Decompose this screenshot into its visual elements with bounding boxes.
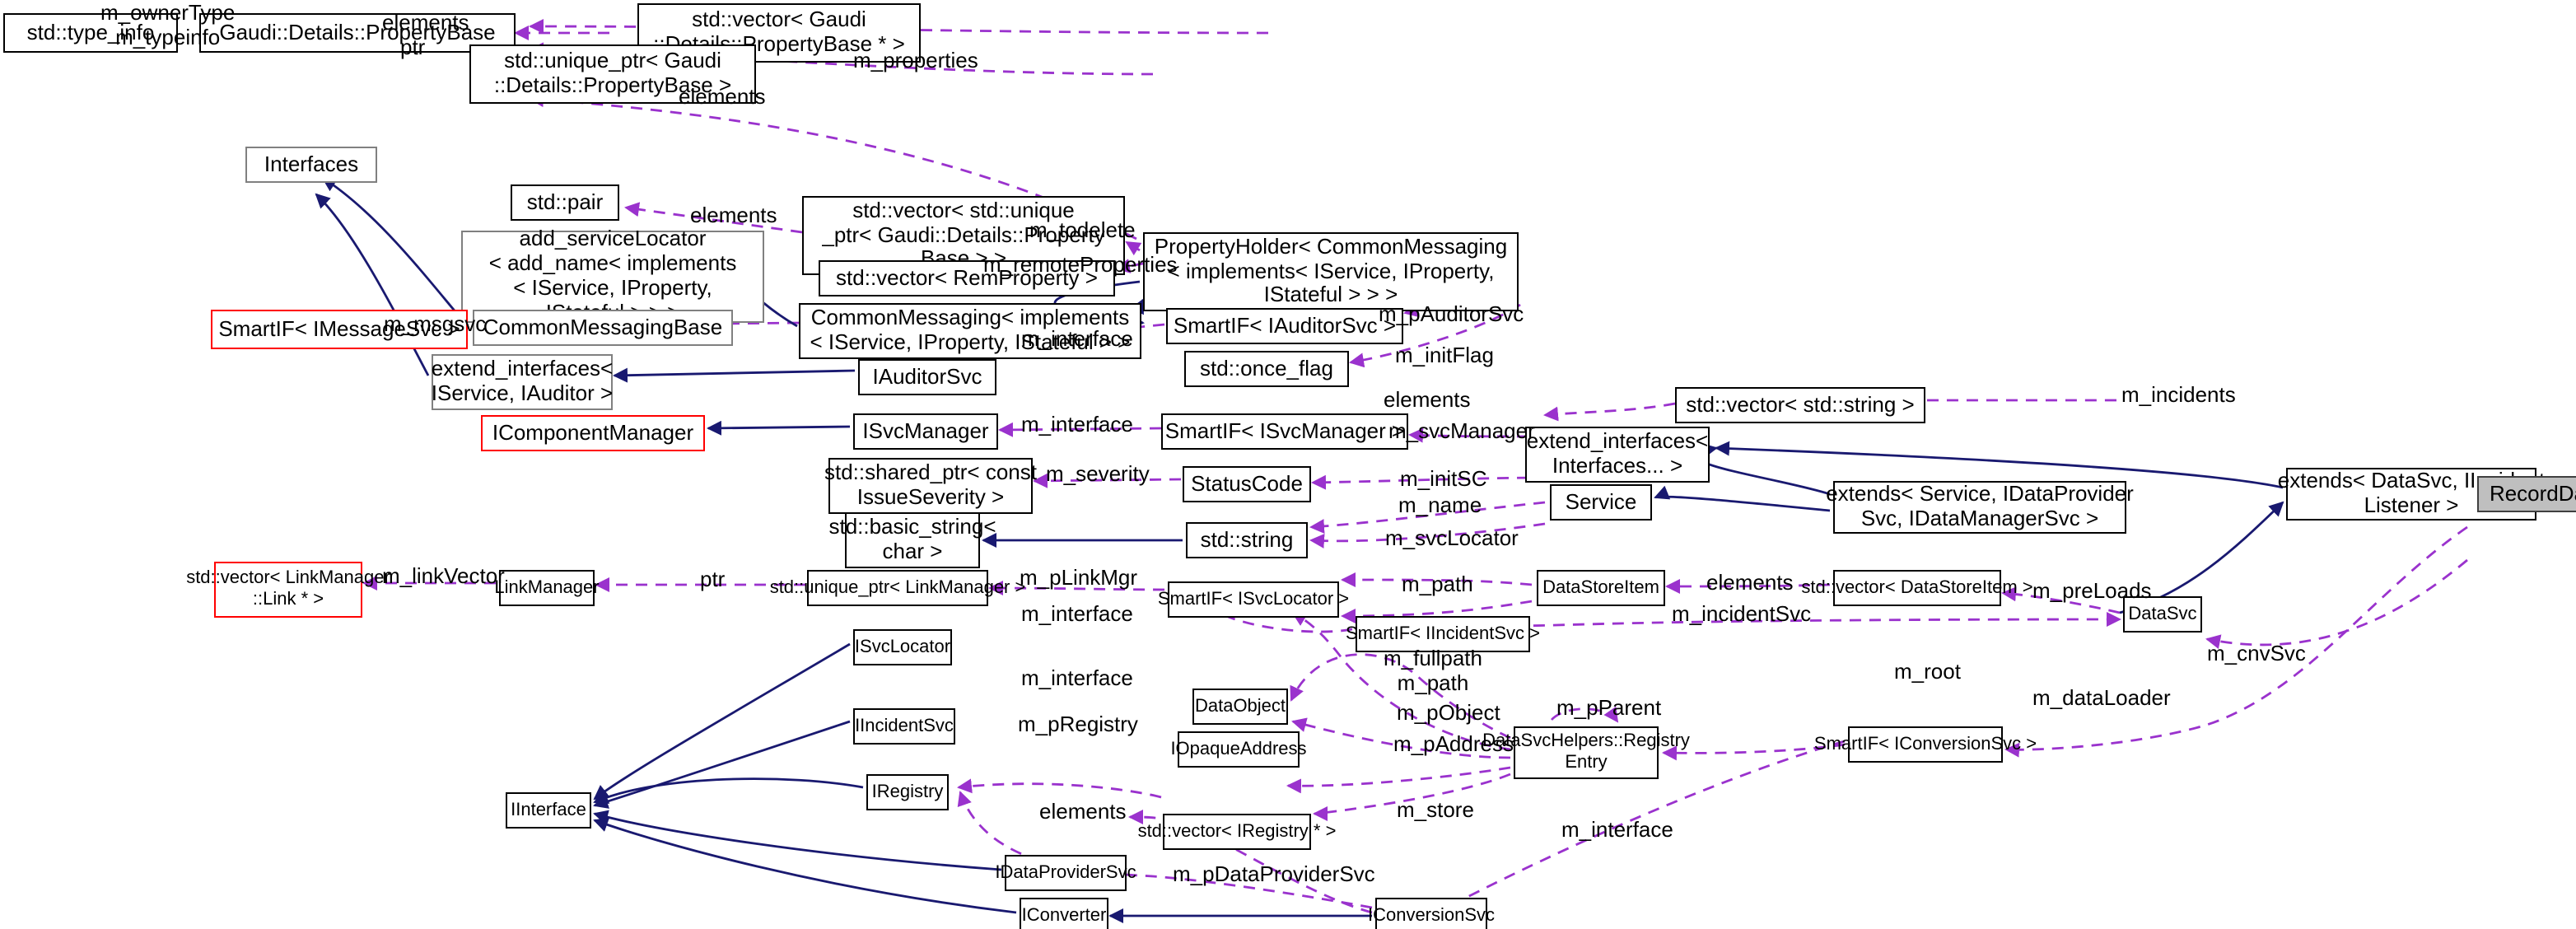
node-extends-service-idataprovidersvc[interactable]: extends< Service, IDataProvider Svc, IDa… bbox=[1826, 481, 2134, 534]
edge-label-m-incidents: m_incidents bbox=[2121, 382, 2236, 407]
node-commonmessagingbase[interactable]: CommonMessagingBase bbox=[473, 310, 733, 346]
edge-label-elements-4: elements bbox=[1384, 387, 1471, 412]
edge-label-m-fullpath-m-path: m_fullpath m_path bbox=[1384, 646, 1482, 695]
edge-label-m-interface-4: m_interface bbox=[1021, 665, 1133, 690]
node-recorddatasvc[interactable]: RecordDataSvc bbox=[2477, 476, 2576, 512]
edge-label-m-pregistry: m_pRegistry bbox=[1018, 712, 1138, 736]
edge-label-m-cnvsvc: m_cnvSvc bbox=[2207, 641, 2306, 665]
node-smartif-isvcmanager[interactable]: SmartIF< ISvcManager > bbox=[1161, 413, 1408, 450]
node-gaudi-details-propertybase[interactable]: Gaudi::Details::PropertyBase bbox=[199, 13, 516, 53]
node-smartif-iconversionsvc[interactable]: SmartIF< IConversionSvc > bbox=[1814, 726, 2037, 763]
node-isvclocator[interactable]: ISvcLocator bbox=[853, 629, 952, 665]
edge-label-elements-5: elements bbox=[1706, 570, 1794, 595]
node-std-type-info[interactable]: std::type_info bbox=[3, 13, 178, 53]
node-iauditorsvc[interactable]: IAuditorSvc bbox=[858, 359, 996, 395]
edge-label-m-svclocator: m_svcLocator bbox=[1385, 525, 1519, 550]
node-unique-ptr-linkmanager[interactable]: std::unique_ptr< LinkManager > bbox=[770, 570, 1025, 606]
node-vector-linkmanager-link[interactable]: std::vector< LinkManager ::Link * > bbox=[186, 562, 390, 618]
edge-label-elements-1: elements bbox=[382, 10, 469, 35]
edge-label-m-ownertype-m-typeinfo: m_ownerType m_typeinfo bbox=[100, 0, 236, 49]
node-datasvchelpers-registryentry[interactable]: DataSvcHelpers::Registry Entry bbox=[1482, 726, 1690, 779]
node-iincidentsvc[interactable]: IIncidentSvc bbox=[853, 708, 955, 745]
edge-label-m-paddress: m_pAddress bbox=[1393, 731, 1514, 756]
node-extend-interfaces[interactable]: extend_interfaces< Interfaces... > bbox=[1525, 427, 1710, 483]
node-basic-string-char[interactable]: std::basic_string< char > bbox=[828, 512, 996, 568]
edge-label-m-interface-3: m_interface bbox=[1021, 601, 1133, 626]
node-icomponentmanager[interactable]: IComponentManager bbox=[481, 415, 705, 451]
edge-label-m-name: m_name bbox=[1398, 493, 1482, 517]
edge-label-m-path-1: m_path bbox=[1402, 572, 1473, 596]
edge-label-m-todelete: m_todelete bbox=[1029, 217, 1136, 242]
node-service[interactable]: Service bbox=[1550, 484, 1652, 521]
node-datastoreitem[interactable]: DataStoreItem bbox=[1537, 570, 1665, 606]
node-iinterface[interactable]: IInterface bbox=[506, 792, 591, 829]
edge-label-ptr-1: ptr bbox=[400, 35, 426, 59]
edge-label-m-severity: m_severity bbox=[1046, 461, 1150, 486]
edge-label-m-interface-5: m_interface bbox=[1561, 817, 1673, 842]
edge-label-m-initsc: m_initSC bbox=[1400, 466, 1487, 491]
edge-label-m-msgsvc: m_msgsvc bbox=[384, 311, 487, 336]
edge-label-m-properties: m_properties bbox=[853, 48, 978, 72]
node-std-pair[interactable]: std::pair bbox=[511, 184, 619, 221]
node-vector-datastoreitem[interactable]: std::vector< DataStoreItem > bbox=[1801, 570, 2033, 606]
node-vector-remproperty[interactable]: std::vector< RemProperty > bbox=[819, 260, 1115, 296]
edge-label-m-interface-2: m_interface bbox=[1021, 412, 1133, 436]
node-shared-ptr-issueseverity[interactable]: std::shared_ptr< const IssueSeverity > bbox=[824, 458, 1037, 514]
node-isvcmanager[interactable]: ISvcManager bbox=[853, 413, 998, 450]
node-dataobject[interactable]: DataObject bbox=[1192, 689, 1288, 725]
node-iopaqueaddress[interactable]: IOpaqueAddress bbox=[1170, 731, 1307, 768]
node-linkmanager[interactable]: LinkManager bbox=[494, 570, 600, 606]
edge-label-m-store: m_store bbox=[1397, 797, 1474, 822]
node-smartif-isvclocator[interactable]: SmartIF< ISvcLocator > bbox=[1158, 581, 1349, 618]
edge-label-elements-3: elements bbox=[690, 203, 777, 227]
node-propertyholder[interactable]: PropertyHolder< CommonMessaging < implem… bbox=[1143, 232, 1519, 311]
edge-label-m-pauditorsvc: m_pAuditorSvc bbox=[1379, 301, 1524, 326]
node-iregistry[interactable]: IRegistry bbox=[866, 774, 949, 810]
edge-label-m-preloads: m_preLoads bbox=[2032, 578, 2152, 603]
edge-label-elements-2: elements bbox=[679, 84, 766, 109]
node-smartif-iauditorsvc[interactable]: SmartIF< IAuditorSvc > bbox=[1166, 308, 1403, 344]
edge-label-ptr-2: ptr bbox=[700, 567, 726, 591]
node-vector-iregistry-ptr[interactable]: std::vector< IRegistry * > bbox=[1138, 814, 1336, 850]
node-idataprovidersvc[interactable]: IDataProviderSvc bbox=[995, 855, 1136, 891]
edge-label-m-remoteproperties: m_remoteProperties bbox=[983, 252, 1178, 277]
edge-label-m-pparent: m_pParent bbox=[1556, 695, 1662, 720]
node-std-string[interactable]: std::string bbox=[1186, 522, 1308, 558]
edge-label-m-svcmanager: m_svcManager bbox=[1388, 418, 1535, 443]
node-extend-interfaces-iservice-iauditor[interactable]: extend_interfaces< IService, IAuditor > bbox=[432, 354, 613, 410]
edge-label-m-incidentsvc: m_incidentSvc bbox=[1672, 601, 1812, 626]
edge-label-m-initflag: m_initFlag bbox=[1395, 343, 1494, 367]
node-std-once-flag[interactable]: std::once_flag bbox=[1184, 351, 1349, 387]
node-vector-string[interactable]: std::vector< std::string > bbox=[1675, 387, 1925, 423]
node-interfaces[interactable]: Interfaces bbox=[245, 147, 377, 183]
edge-label-m-linkvector: m_linkVector bbox=[382, 563, 505, 588]
edge-label-m-plinkmgr: m_pLinkMgr bbox=[1020, 565, 1138, 590]
edge-label-elements-6: elements bbox=[1039, 799, 1127, 824]
edge-label-m-pobject: m_pObject bbox=[1397, 700, 1500, 725]
node-statuscode[interactable]: StatusCode bbox=[1183, 466, 1311, 502]
node-iconverter[interactable]: IConverter bbox=[1020, 898, 1108, 929]
edge-label-m-interface-1: m_interface bbox=[1021, 326, 1133, 351]
edge-label-m-pdataprovidersvc: m_pDataProviderSvc bbox=[1173, 861, 1375, 886]
node-iconversionsvc[interactable]: IConversionSvc bbox=[1368, 898, 1495, 929]
edge-label-m-root: m_root bbox=[1894, 659, 1961, 684]
edge-label-m-dataloader: m_dataLoader bbox=[2032, 685, 2171, 710]
